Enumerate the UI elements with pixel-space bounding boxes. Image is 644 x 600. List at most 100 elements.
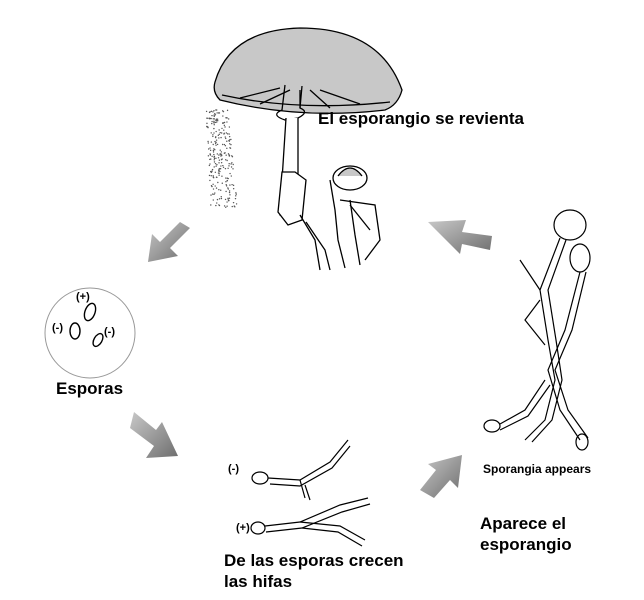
released-spores-dots: [205, 109, 238, 208]
spore-dot: [219, 170, 221, 173]
spore-dot: [235, 203, 238, 205]
spore-dot: [213, 166, 215, 168]
spore-dot: [217, 181, 219, 184]
spore-dot: [213, 148, 215, 150]
spore-dot: [206, 117, 208, 119]
spore-dot: [209, 147, 211, 149]
spore-dot: [229, 194, 231, 196]
spore-dot: [213, 155, 216, 158]
spore-dot: [213, 110, 215, 112]
spore-dot: [217, 170, 220, 172]
label-hyphae-line2: las hifas: [224, 572, 293, 591]
spore-dot: [206, 122, 208, 125]
spore-dot: [232, 168, 234, 170]
spore-dot: [226, 177, 229, 179]
spore-dot: [213, 132, 215, 134]
spore-dot: [226, 205, 228, 207]
spore-dot: [213, 122, 215, 124]
sporangia-growth-illustration: [483, 209, 591, 451]
spore-dot: [207, 117, 209, 119]
spore-dot: [212, 118, 214, 120]
hypha-minus-sign: (-): [228, 463, 239, 475]
spore-dot: [222, 166, 225, 168]
spore-dot: [221, 175, 223, 177]
spore-dot: [206, 126, 208, 128]
spore-dot: [226, 109, 229, 112]
spore-dot: [221, 143, 224, 146]
spore-dot: [214, 142, 217, 145]
spore-dot: [212, 149, 215, 152]
spore-dot: [225, 206, 227, 208]
label-appears-line2: esporangio: [480, 535, 572, 554]
spore-dot: [228, 190, 231, 192]
spore-dot: [218, 133, 221, 135]
spores-circle-illustration: [44, 287, 136, 379]
spore-dot: [229, 184, 231, 186]
spore-dot: [210, 141, 213, 143]
spore-dot: [228, 165, 230, 167]
spore-dot: [223, 205, 226, 207]
spore-dot: [222, 122, 224, 124]
spore-dot: [216, 143, 219, 146]
spore-dot: [226, 147, 228, 150]
spore-dot: [229, 139, 231, 141]
spore-dot: [216, 118, 219, 120]
spore-dot: [208, 148, 210, 150]
spore-dot: [208, 174, 211, 177]
burst-sporangium-illustration: [213, 27, 403, 271]
spore-dot: [220, 196, 222, 198]
spore-dot: [216, 164, 218, 166]
spore-dot: [218, 169, 220, 171]
spore-dot: [218, 174, 220, 176]
spore-dot: [229, 143, 231, 145]
spore-dot: [213, 120, 215, 122]
spore-dot: [232, 188, 235, 190]
spore-dot: [220, 155, 222, 157]
spore-dot: [228, 155, 231, 157]
spore-dot: [220, 197, 223, 200]
spore-minus-sign: (-): [104, 326, 115, 338]
spore-dot: [224, 152, 226, 154]
label-spores: Esporas: [56, 379, 124, 398]
spore-dot: [211, 193, 214, 195]
spore-dot: [228, 163, 230, 165]
cycle-arrow-1: [148, 222, 190, 262]
spore-dot: [213, 153, 215, 156]
spore-dot: [231, 155, 234, 158]
spore-dot: [216, 112, 218, 114]
spore-dot: [228, 126, 231, 128]
spore-dot: [222, 164, 224, 167]
spore-dot: [214, 185, 216, 187]
spore-dot: [210, 175, 212, 177]
spore-dot: [213, 159, 215, 161]
spore-dot: [235, 195, 237, 197]
spore-dot: [213, 118, 216, 120]
spore-dot: [228, 191, 231, 194]
spore-dot: [214, 121, 217, 124]
spore-dot: [229, 172, 231, 175]
spore-dot: [224, 136, 226, 138]
spore-dot: [212, 175, 214, 177]
spore-dot: [207, 142, 210, 144]
spore-dot: [216, 198, 219, 201]
spore-dot: [207, 155, 210, 157]
spore-dot: [227, 187, 229, 189]
spore-dot: [214, 149, 216, 151]
hypha-plus-sign: (+): [236, 522, 250, 534]
spore-dot: [215, 130, 217, 133]
spore-dot: [211, 185, 213, 188]
spore-dot: [228, 133, 230, 135]
spore-dot: [223, 121, 226, 124]
spore-dot: [227, 167, 229, 169]
spore-dot: [218, 159, 221, 161]
spore-dot: [231, 205, 233, 208]
spore-plus-sign: (+): [76, 291, 90, 303]
spore-dot: [230, 166, 233, 168]
spore-dot: [215, 121, 218, 123]
spore-dot: [234, 206, 236, 208]
spore-dot: [225, 190, 227, 193]
spore-dot: [212, 183, 214, 186]
spore-dot: [210, 158, 212, 160]
spore-dot: [220, 158, 223, 161]
spore-dot: [213, 193, 215, 196]
